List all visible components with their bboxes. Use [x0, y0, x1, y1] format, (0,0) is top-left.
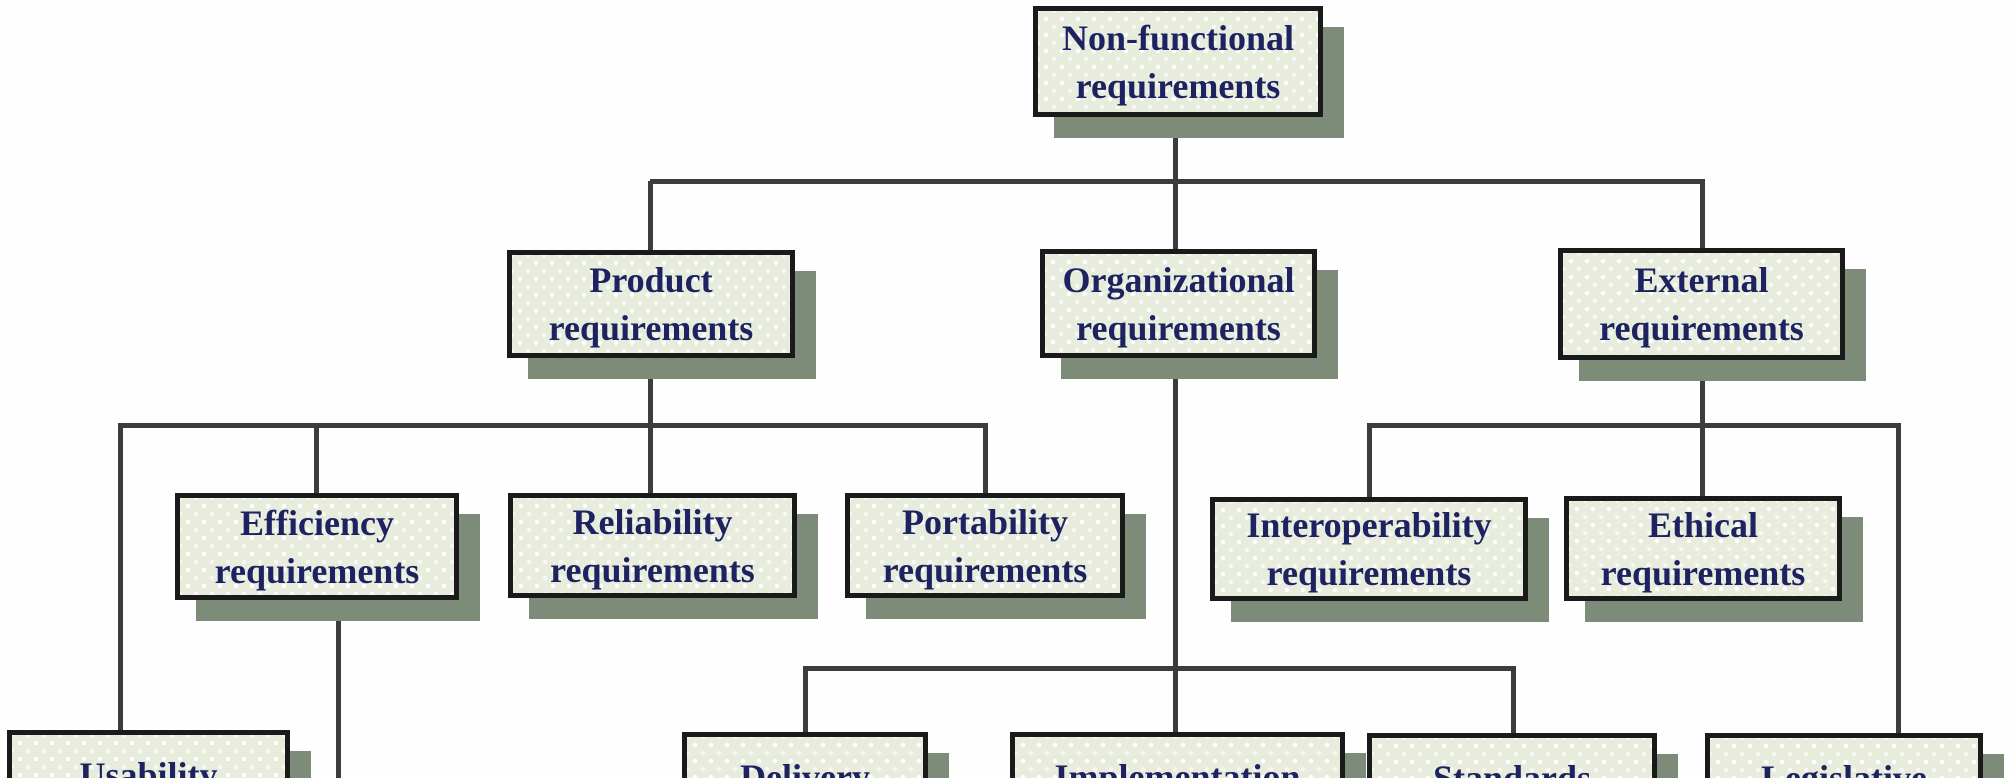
connector-efficiency-children-drop [336, 598, 341, 778]
node-efficiency-requirements: Efficiency requirements [175, 493, 459, 600]
node-label: requirements [882, 549, 1088, 590]
node-delivery: Delivery [682, 732, 928, 778]
connector-external-children-horizontal [1367, 423, 1901, 428]
node-label: requirements [1600, 552, 1806, 593]
node-organizational-requirements: Organizational requirements [1040, 249, 1317, 358]
node-label: requirements [1266, 553, 1472, 593]
connector-legislative-drop [1896, 423, 1901, 735]
node-label: requirements [550, 549, 755, 590]
node-implementation: Implementation [1010, 732, 1345, 778]
connector-organizational-to-children [1173, 356, 1178, 734]
node-label: Standards [1432, 758, 1592, 778]
node-label: requirements [214, 550, 420, 591]
node-label: External [1634, 260, 1769, 300]
connector-portability-drop [983, 423, 988, 495]
connector-interoperability-drop [1367, 423, 1372, 499]
node-ethical-requirements: Ethical requirements [1564, 496, 1842, 601]
node-standards: Standards [1367, 733, 1657, 778]
node-label: Interoperability [1246, 505, 1492, 545]
node-label: Efficiency [240, 502, 394, 543]
connector-organizational-drop [1173, 181, 1178, 251]
node-label: Ethical [1647, 504, 1758, 545]
connector-usability-drop [118, 423, 123, 734]
node-label: Legislative [1761, 758, 1927, 778]
node-product-requirements: Product requirements [507, 250, 795, 358]
connector-organizational-children-horizontal [803, 666, 1516, 671]
node-external-requirements: External requirements [1558, 248, 1845, 360]
node-label: Product [589, 260, 713, 300]
node-label: Usability [79, 755, 218, 778]
node-label: Portability [902, 501, 1068, 542]
node-label: requirements [548, 308, 754, 348]
connector-external-to-children [1700, 360, 1705, 498]
node-label: requirements [1075, 65, 1281, 106]
node-label: Implementation [1054, 757, 1301, 778]
node-non-functional-requirements: Non-functional requirements [1033, 6, 1323, 117]
node-label: Reliability [572, 501, 733, 542]
connector-delivery-drop [803, 666, 808, 734]
node-interoperability-requirements: Interoperability requirements [1210, 497, 1528, 601]
node-label: requirements [1599, 308, 1804, 348]
connector-root-drop [1173, 116, 1178, 183]
connector-product-children-horizontal [118, 423, 988, 428]
node-label: Non-functional [1061, 17, 1295, 58]
connector-efficiency-drop [314, 423, 319, 495]
connector-external-drop [1700, 181, 1705, 250]
node-reliability-requirements: Reliability requirements [508, 493, 797, 598]
node-label: Delivery [740, 757, 870, 778]
connector-standards-drop [1511, 666, 1516, 735]
node-portability-requirements: Portability requirements [845, 493, 1125, 598]
node-usability: Usability [7, 730, 290, 778]
connector-product-drop [648, 181, 653, 252]
node-label: Organizational [1062, 259, 1295, 300]
node-legislative: Legislative [1705, 733, 1983, 778]
node-label: requirements [1076, 307, 1281, 348]
